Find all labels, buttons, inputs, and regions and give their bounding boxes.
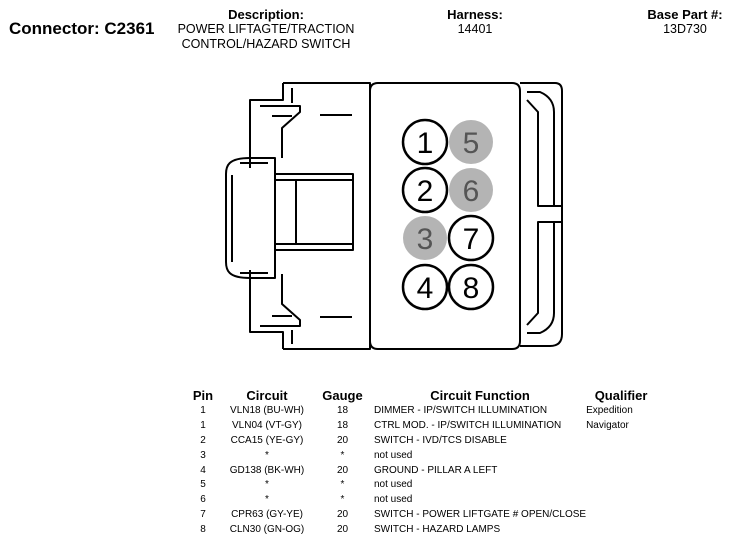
harness-label: Harness: [447, 7, 503, 22]
pin-number-2: 2 [417, 175, 434, 208]
cell-gauge: 18 [336, 404, 349, 416]
cell-qualifier [586, 522, 656, 537]
table-row: 8 CLN30 (GN-OG) 20 SWITCH - HAZARD LAMPS [188, 522, 656, 537]
pin-cavity-3 [403, 216, 447, 260]
cell-qualifier: Navigator [586, 419, 629, 431]
pin-number-5: 5 [463, 127, 480, 160]
cell-circuit: * [265, 494, 269, 506]
pin-cavity-8 [447, 263, 495, 311]
pin-number-7: 7 [463, 223, 480, 256]
pin-number-1: 1 [417, 127, 434, 160]
cell-gauge: 20 [336, 434, 349, 446]
harness-block: Harness: 14401 [425, 7, 525, 37]
connector-housing [225, 82, 563, 350]
pin-cavity-2 [401, 166, 449, 214]
cell-function: SWITCH - HAZARD LAMPS [374, 524, 501, 536]
description-line-1: POWER LIFTAGTE/TRACTION [177, 22, 355, 36]
table-header-row: Pin Circuit Gauge Circuit Function Quali… [188, 387, 656, 403]
table-row: 5 * * not used [188, 477, 656, 492]
base-part-block: Base Part #: 13D730 [635, 7, 732, 37]
cell-pin: 6 [200, 494, 206, 506]
cell-qualifier [586, 477, 656, 492]
base-part-value: 13D730 [663, 22, 707, 36]
cell-function: not used [374, 449, 413, 461]
cell-circuit: CPR63 (GY-YE) [231, 509, 303, 521]
cell-gauge: * [340, 479, 345, 491]
pin-cavity-7 [447, 214, 495, 262]
cell-function: SWITCH - IVD/TCS DISABLE [374, 434, 507, 446]
pin-cavity-1 [401, 118, 449, 166]
table-row: 1 VLN18 (BU-WH) 18 DIMMER - IP/SWITCH ILLUM… [188, 403, 656, 418]
pin-number-4: 4 [417, 272, 434, 305]
cell-circuit: CCA15 (YE-GY) [230, 434, 304, 446]
description-label: Description: [228, 7, 304, 22]
cell-pin: 3 [200, 449, 206, 461]
cell-pin: 5 [200, 479, 206, 491]
cell-circuit: * [265, 449, 269, 461]
pin-number-8: 8 [463, 272, 480, 305]
cell-qualifier: Expedition [586, 404, 633, 416]
pin-cavity-4 [401, 263, 449, 311]
description-line-2: CONTROL/HAZARD SWITCH [181, 37, 351, 51]
cell-circuit: GD138 (BK-WH) [229, 464, 305, 476]
cell-gauge: * [340, 494, 345, 506]
harness-value: 14401 [457, 22, 493, 36]
col-header-gauge: Gauge [322, 387, 363, 403]
table-row: 4 GD138 (BK-WH) 20 GROUND - PILLAR A LEFT [188, 463, 656, 478]
cell-gauge: 18 [336, 419, 349, 431]
col-header-circuit: Circuit [246, 387, 288, 403]
cell-circuit: CLN30 (GN-OG) [229, 524, 305, 536]
cell-qualifier [586, 492, 656, 507]
cell-circuit: VLN04 (VT-GY) [231, 419, 303, 431]
cell-gauge: * [340, 449, 345, 461]
pin-cavity-6 [449, 168, 493, 212]
connector-id: Connector: C2361 [9, 19, 155, 38]
table-row: 3 * * not used [188, 448, 656, 463]
cell-pin: 1 [200, 419, 206, 431]
description-block: Description: POWER LIFTAGTE/TRACTION CON… [160, 7, 372, 52]
pin-number-3: 3 [417, 223, 434, 256]
cell-circuit: * [265, 479, 269, 491]
col-header-qualifier: Qualifier [594, 387, 648, 403]
cell-pin: 8 [200, 524, 206, 536]
cell-pin: 2 [200, 434, 206, 446]
cell-qualifier [586, 448, 656, 463]
cell-function: GROUND - PILLAR A LEFT [374, 464, 498, 476]
table-row: 6 * * not used [188, 492, 656, 507]
cell-qualifier [586, 507, 656, 522]
table-row: 1 VLN04 (VT-GY) 18 CTRL MOD. - IP/SWITCH IL… [188, 418, 656, 433]
pin-table: Pin Circuit Gauge Circuit Function Quali… [188, 387, 656, 537]
col-header-pin: Pin [192, 387, 214, 403]
pin-cavity-5 [449, 120, 493, 164]
cell-function: DIMMER - IP/SWITCH ILLUMINATION [374, 404, 548, 416]
cell-pin: 7 [200, 509, 206, 521]
cell-pin: 1 [200, 404, 206, 416]
cell-gauge: 20 [336, 464, 349, 476]
cell-qualifier [586, 463, 656, 478]
base-part-label: Base Part #: [647, 7, 723, 22]
col-header-function: Circuit Function [430, 387, 530, 403]
cell-gauge: 20 [336, 524, 349, 536]
cell-qualifier [586, 433, 656, 448]
cell-function: not used [374, 479, 413, 491]
table-row: 7 CPR63 (GY-YE) 20 SWITCH - POWER LIFTGATE … [188, 507, 656, 522]
pin-number-6: 6 [463, 175, 480, 208]
cell-function: SWITCH - POWER LIFTGATE # OPEN/CLOSE [374, 509, 587, 521]
cell-pin: 4 [200, 464, 206, 476]
cell-gauge: 20 [336, 509, 349, 521]
table-row: 2 CCA15 (YE-GY) 20 SWITCH - IVD/TCS DISABLE [188, 433, 656, 448]
cell-function: not used [374, 494, 413, 506]
cell-function: CTRL MOD. - IP/SWITCH ILLUMINATION [374, 419, 562, 431]
cell-circuit: VLN18 (BU-WH) [230, 404, 304, 416]
